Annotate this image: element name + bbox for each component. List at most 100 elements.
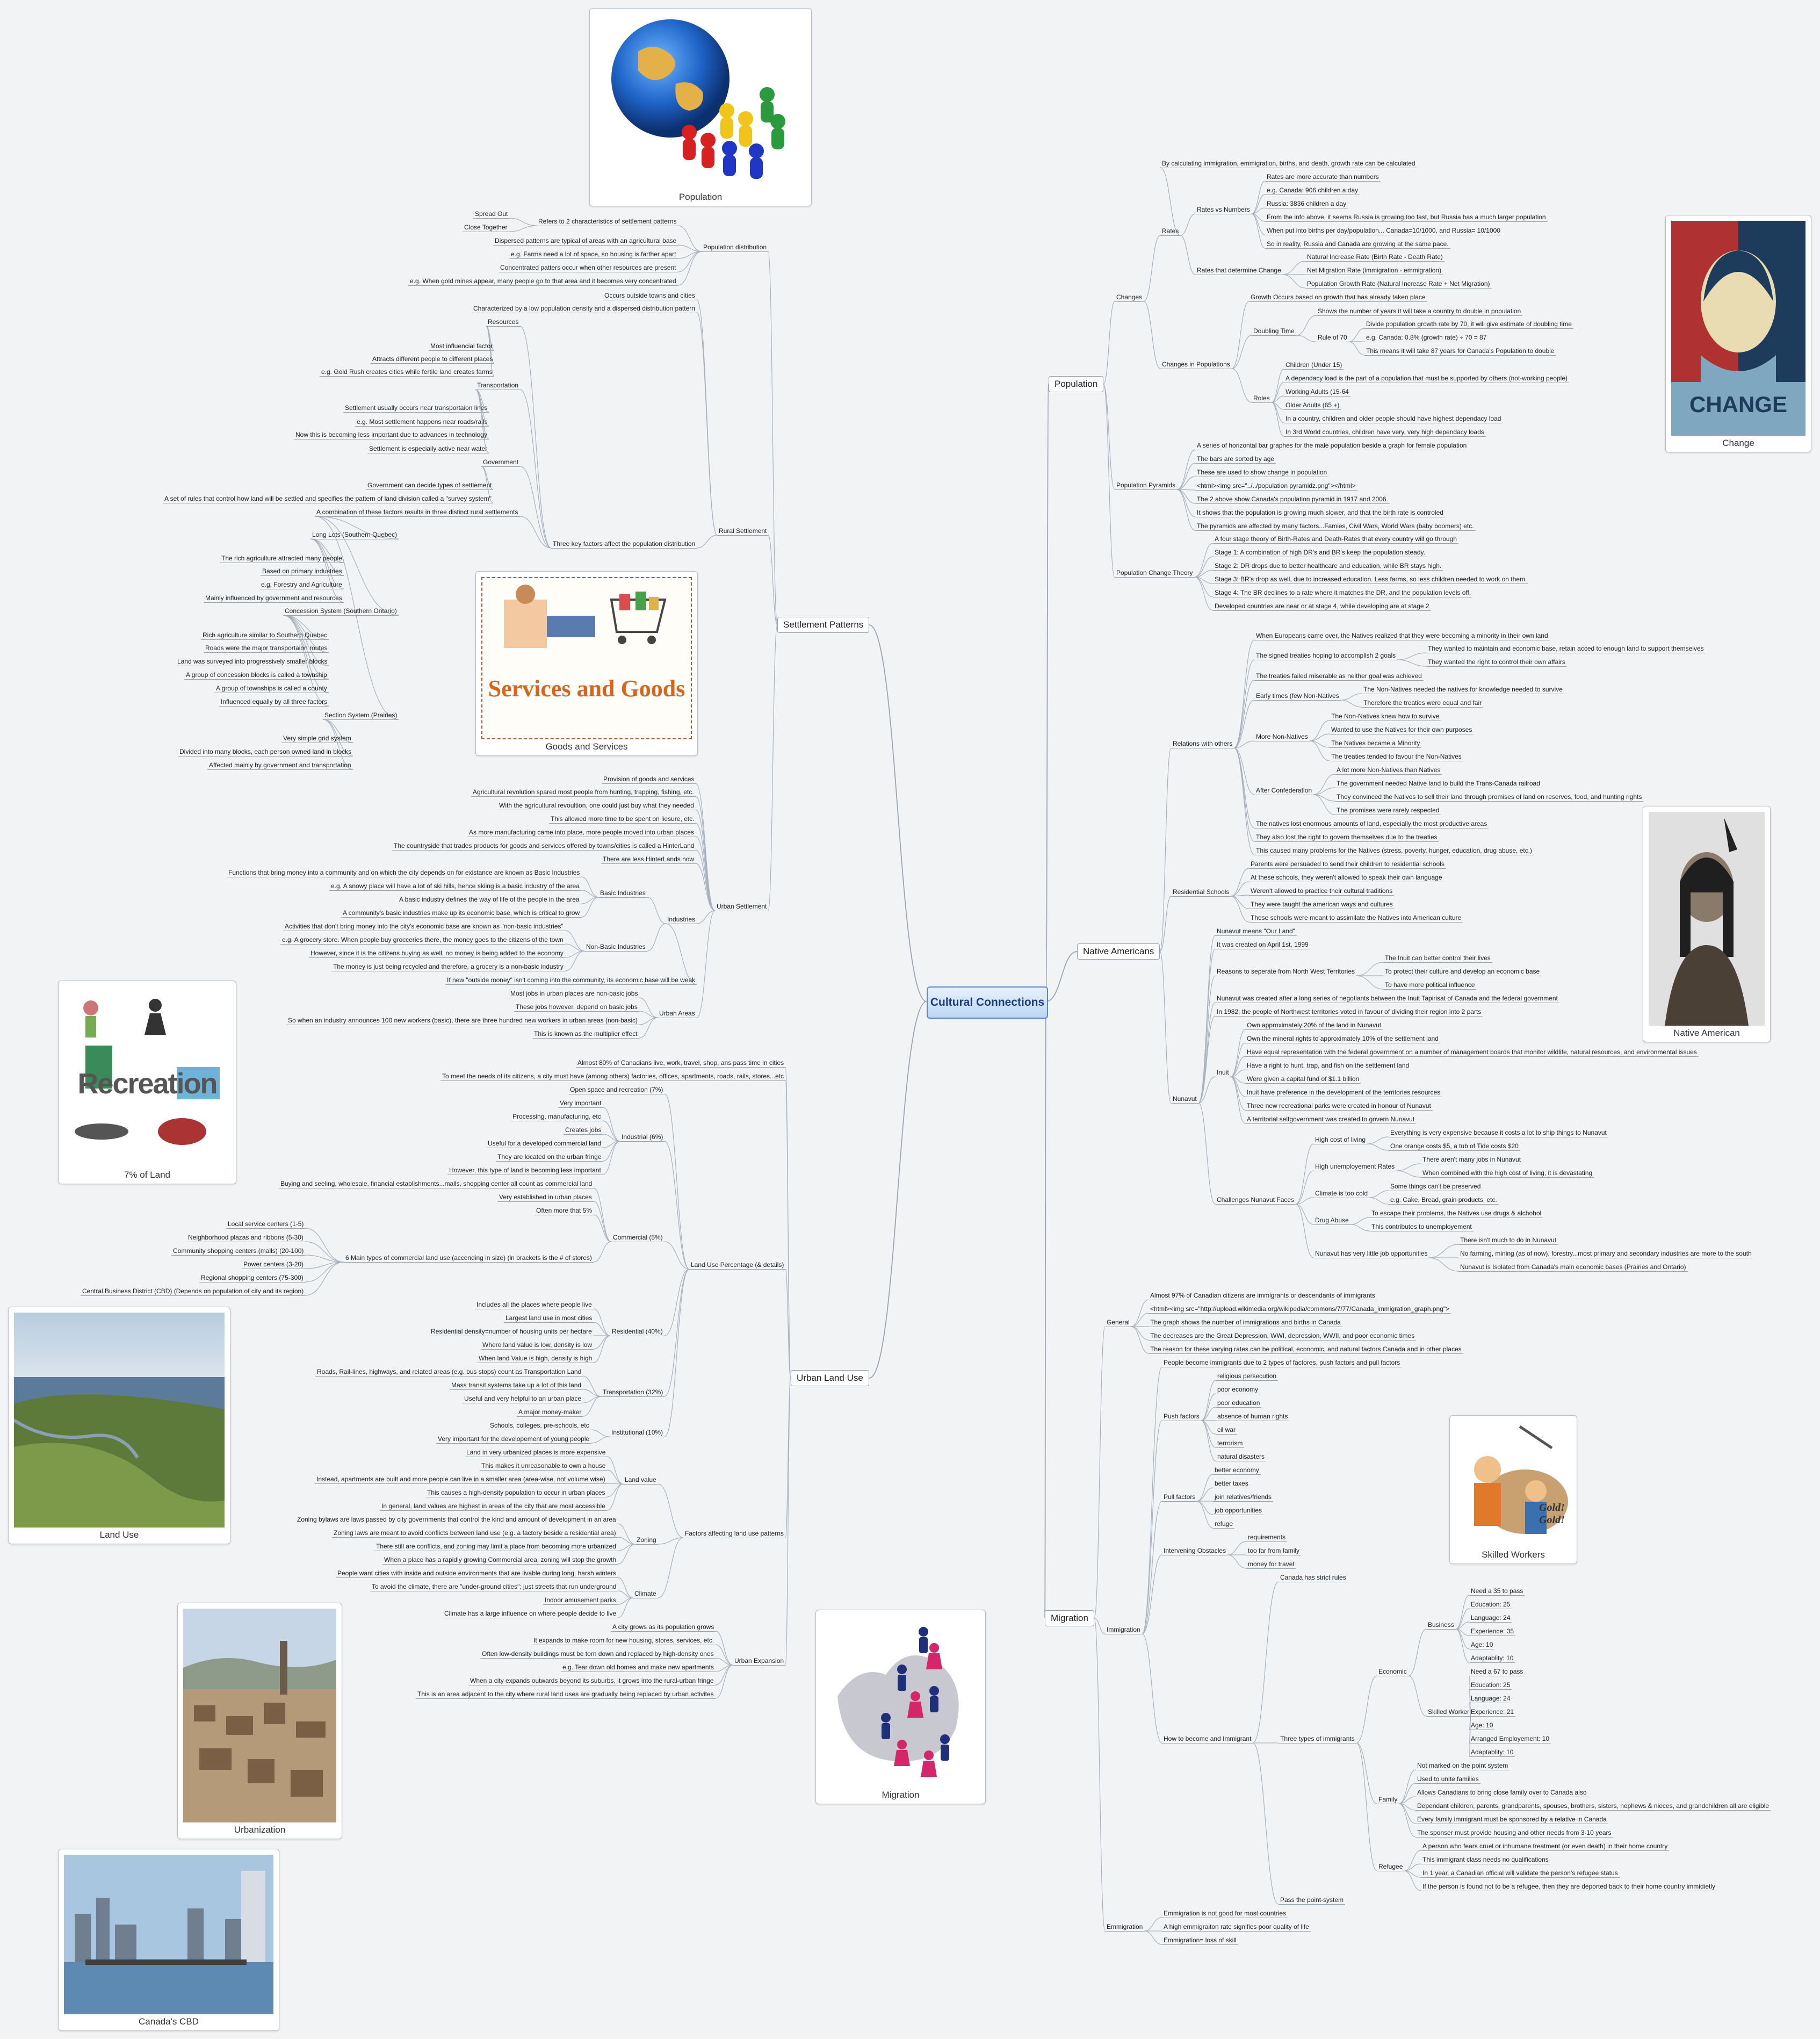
- topic-rates[interactable]: Rates: [1160, 227, 1181, 236]
- leaf: These are used to show change in populat…: [1195, 468, 1329, 477]
- topic-business[interactable]: Business: [1426, 1620, 1456, 1630]
- topic-population-pyramids[interactable]: Population Pyramids: [1115, 481, 1178, 490]
- leaf: The reason for these varying rates can b…: [1149, 1345, 1463, 1354]
- topic-three-types-immigrants[interactable]: Three types of immigrants: [1279, 1734, 1356, 1743]
- topic-industries[interactable]: Industries: [666, 915, 697, 924]
- topic-population-change-theory[interactable]: Population Change Theory: [1115, 568, 1195, 578]
- topic-residential[interactable]: Residential (40%): [610, 1327, 665, 1336]
- topic-section-system[interactable]: Section System (Prairies): [323, 711, 399, 720]
- topic-refugee[interactable]: Refugee: [1377, 1862, 1405, 1871]
- topic-refers-characteristics[interactable]: Refers to 2 characteristics of settlemen…: [537, 217, 678, 226]
- topic-commercial[interactable]: Commercial (5%): [611, 1233, 665, 1242]
- native-image-card: Native American: [1643, 806, 1771, 1042]
- topic-emmigration[interactable]: Emmigration: [1105, 1922, 1145, 1932]
- leaf: Mass transit systems take up a lot of th…: [450, 1381, 583, 1390]
- topic-family[interactable]: Family: [1377, 1795, 1399, 1804]
- change-image-card: CHANGE Change: [1665, 215, 1811, 452]
- leaf: The treaties tended to favour the Non-Na…: [1330, 752, 1463, 761]
- leaf: e.g. Canada: 0.8% (growth rate) ÷ 70 = 8…: [1364, 333, 1489, 342]
- leaf: better taxes: [1213, 1479, 1250, 1488]
- leaf: Attracts different people to different p…: [371, 355, 495, 364]
- topic-economic[interactable]: Economic: [1377, 1667, 1409, 1676]
- topic-rates-vs-numbers[interactable]: Rates vs Numbers: [1195, 205, 1252, 214]
- topic-commercial-types[interactable]: 6 Main types of commercial land use (acc…: [344, 1253, 594, 1263]
- topic-non-basic-industries[interactable]: Non-Basic Industries: [584, 942, 647, 952]
- leaf: Community shopping centers (malls) (20-1…: [171, 1247, 306, 1256]
- topic-changes[interactable]: Changes: [1115, 293, 1144, 302]
- topic-combination-rural[interactable]: A combination of these factors results i…: [315, 508, 520, 517]
- branch-migration[interactable]: Migration: [1045, 1610, 1094, 1626]
- topic-industrial[interactable]: Industrial (6%): [620, 1133, 665, 1142]
- topic-urban-expansion[interactable]: Urban Expansion: [733, 1656, 786, 1666]
- leaf: Natural Increase Rate (Birth Rate - Deat…: [1305, 253, 1445, 262]
- leaf: They wanted the right to control their o…: [1426, 658, 1567, 667]
- topic-long-lots[interactable]: Long Lots (Southern Quebec): [310, 530, 399, 539]
- root-topic[interactable]: Cultural Connections: [927, 986, 1048, 1019]
- topic-doubling-time[interactable]: Doubling Time: [1252, 327, 1296, 336]
- leaf: Close Together: [463, 223, 509, 232]
- leaf: A community's basic industries make up i…: [341, 909, 582, 918]
- topic-after-confederation[interactable]: After Confederation: [1254, 786, 1314, 795]
- leaf: Canada has strict rules: [1279, 1573, 1348, 1582]
- leaf: When a place has a rapidly growing Comme…: [382, 1555, 618, 1565]
- leaf: In general, land values are highest in a…: [380, 1502, 607, 1511]
- change-poster-image: CHANGE: [1671, 221, 1805, 436]
- branch-settlement-patterns[interactable]: Settlement Patterns: [777, 617, 870, 633]
- leaf: The pyramids are affected by many factor…: [1195, 522, 1476, 531]
- leaf: The sponser must provide housing and oth…: [1415, 1828, 1613, 1838]
- topic-land-use-percentage[interactable]: Land Use Percentage (& details): [689, 1260, 786, 1270]
- leaf: The government needed Native land to bui…: [1335, 779, 1542, 788]
- topic-little-job-opportunities[interactable]: Nunavut has very little job opportunitie…: [1313, 1249, 1429, 1258]
- topic-rule-of-70[interactable]: Rule of 70: [1316, 333, 1349, 342]
- branch-population[interactable]: Population: [1049, 376, 1104, 392]
- leaf: Zoning laws are meant to avoid conflicts…: [332, 1529, 618, 1538]
- topic-how-to-immigrate[interactable]: How to become and Immigrant: [1162, 1734, 1253, 1743]
- topic-roles[interactable]: Roles: [1252, 394, 1272, 403]
- topic-urban-settlement[interactable]: Urban Settlement: [715, 902, 769, 911]
- topic-general[interactable]: General: [1105, 1318, 1131, 1327]
- topic-urban-areas[interactable]: Urban Areas: [658, 1009, 697, 1018]
- topic-concession-system[interactable]: Concession System (Southern Ontario): [283, 607, 399, 616]
- topic-changes-in-populations[interactable]: Changes in Populations: [1160, 360, 1232, 369]
- topic-skilled-worker[interactable]: Skilled Worker: [1426, 1707, 1471, 1717]
- topic-nunavut[interactable]: Nunavut: [1171, 1094, 1198, 1104]
- leaf: too far from family: [1246, 1546, 1302, 1555]
- leaf: Experience: 21: [1469, 1707, 1516, 1717]
- topic-rates-determine[interactable]: Rates that determine Change: [1195, 266, 1283, 275]
- leaf: To protect their culture and develop an …: [1383, 967, 1542, 976]
- branch-native-americans[interactable]: Native Americans: [1077, 943, 1160, 960]
- topic-immigration[interactable]: Immigration: [1105, 1625, 1142, 1634]
- leaf: Adaptablity: 10: [1469, 1654, 1515, 1663]
- topic-relations[interactable]: Relations with others: [1171, 739, 1234, 748]
- branch-urban-land-use[interactable]: Urban Land Use: [791, 1370, 869, 1386]
- topic-drug-abuse[interactable]: Drug Abuse: [1313, 1216, 1350, 1225]
- topic-institutional[interactable]: Institutional (10%): [610, 1428, 665, 1437]
- leaf: The rich agriculture attracted many peop…: [220, 554, 344, 563]
- topic-push-factors[interactable]: Push factors: [1162, 1412, 1201, 1421]
- topic-residential-schools[interactable]: Residential Schools: [1171, 888, 1231, 897]
- topic-challenges-nunavut[interactable]: Challenges Nunavut Faces: [1215, 1195, 1296, 1205]
- topic-zoning[interactable]: Zoning: [635, 1536, 658, 1545]
- topic-land-value[interactable]: Land value: [623, 1475, 658, 1485]
- topic-high-cost-living[interactable]: High cost of living: [1313, 1135, 1368, 1144]
- topic-signed-treaties[interactable]: The signed treaties hoping to accomplish…: [1254, 651, 1398, 660]
- topic-population-distribution[interactable]: Population distribution: [702, 243, 769, 252]
- topic-climate-cold[interactable]: Climate is too cold: [1313, 1189, 1370, 1198]
- topic-rural-settlement[interactable]: Rural Settlement: [717, 527, 769, 536]
- topic-basic-industries[interactable]: Basic Industries: [598, 889, 647, 898]
- topic-three-key-factors[interactable]: Three key factors affect the population …: [551, 539, 697, 549]
- topic-climate[interactable]: Climate: [633, 1589, 658, 1598]
- topic-transportation[interactable]: Transportation: [475, 381, 520, 390]
- topic-pull-factors[interactable]: Pull factors: [1162, 1493, 1197, 1502]
- topic-more-non-natives[interactable]: More Non-Natives: [1254, 732, 1310, 741]
- topic-transportation-land[interactable]: Transportation (32%): [601, 1388, 665, 1397]
- topic-early-times[interactable]: Early times (few Non-Natives: [1254, 691, 1341, 701]
- topic-resources[interactable]: Resources: [486, 318, 521, 327]
- topic-reasons-to-separate[interactable]: Reasons to seperate from North West Terr…: [1215, 967, 1356, 976]
- topic-factors-land-use[interactable]: Factors affecting land use patterns: [683, 1529, 785, 1538]
- topic-intervening-obstacles[interactable]: Intervening Obstacles: [1162, 1546, 1228, 1555]
- leaf: A lot more Non-Natives than Natives: [1335, 766, 1442, 775]
- topic-high-unemployment[interactable]: High unemployement Rates: [1313, 1162, 1397, 1171]
- topic-government[interactable]: Government: [481, 458, 521, 467]
- topic-inuit[interactable]: Inuit: [1215, 1068, 1231, 1077]
